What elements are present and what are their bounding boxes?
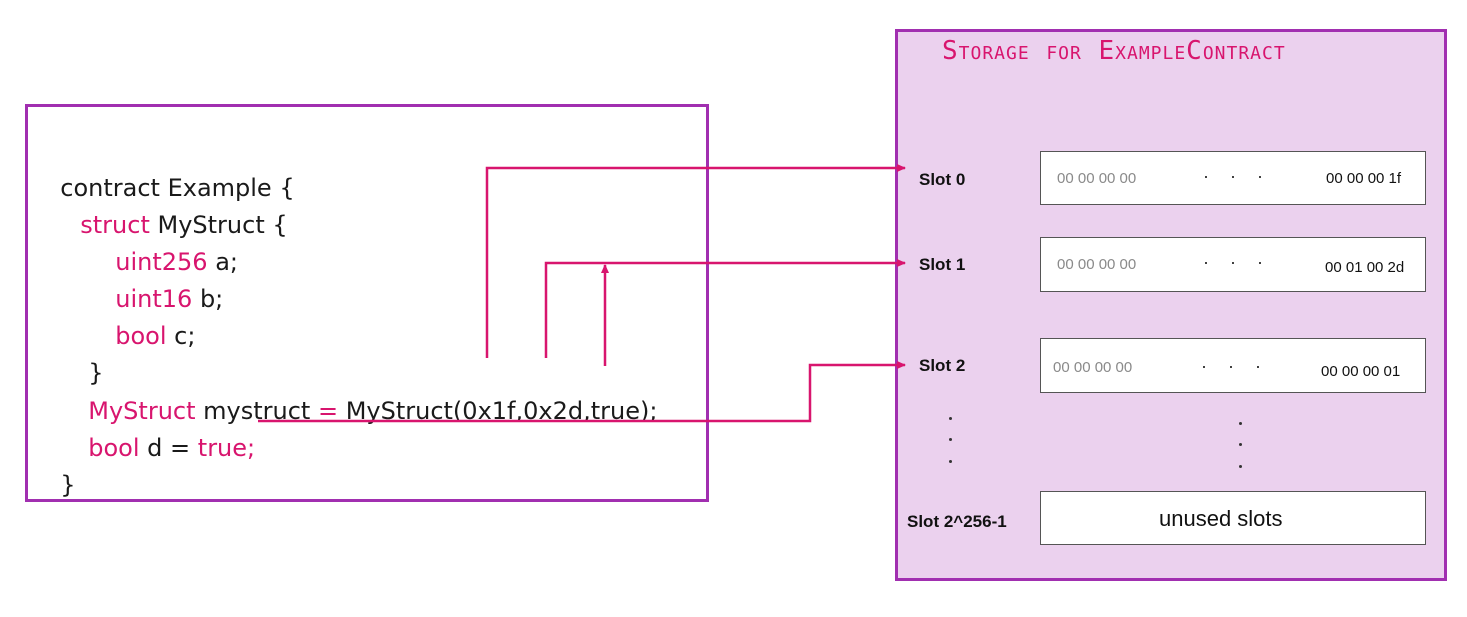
code-line-contract-close: }	[45, 440, 76, 500]
code-text: b;	[192, 285, 224, 313]
code-keyword: uint16	[115, 285, 193, 313]
arrow-b-to-slot-1	[544, 259, 906, 358]
ellipsis-dot	[949, 438, 952, 441]
ellipsis-dot	[1239, 422, 1242, 425]
code-line-field-c: bool c;	[100, 291, 195, 351]
slot-0-low-bytes: 00 00 00 1f	[1326, 170, 1402, 187]
code-value: true;	[197, 434, 256, 462]
ellipsis-dot	[949, 460, 952, 463]
slot-1-high-bytes: 00 00 00 00	[1057, 256, 1137, 273]
code-line-struct-close: }	[73, 328, 104, 388]
slot-0-cell: 00 00 00 00 · · · 00 00 00 1f	[1040, 151, 1426, 205]
slot-0-high-bytes: 00 00 00 00	[1057, 170, 1137, 187]
storage-title: Storage for ExampleContract	[942, 36, 1286, 66]
code-text: MyStruct {	[149, 211, 288, 239]
slot-last-cell: unused slots	[1040, 491, 1426, 545]
code-text: c;	[166, 322, 196, 350]
code-keyword: uint256	[115, 248, 208, 276]
ellipsis-dot	[1239, 443, 1242, 446]
slot-2-low-bytes: 00 00 00 01	[1321, 363, 1401, 380]
ellipsis-dot	[949, 417, 952, 420]
slot-2-high-bytes: 00 00 00 00	[1053, 359, 1133, 376]
slot-last-label: Slot 2^256-1	[907, 512, 1007, 531]
slot-1-cell: 00 00 00 00 · · · 00 01 00 2d	[1040, 237, 1426, 292]
code-keyword: struct	[80, 211, 150, 239]
code-text: }	[88, 359, 104, 387]
slot-0-ellipsis: · · ·	[1203, 166, 1271, 186]
slot-1-low-bytes: 00 01 00 2d	[1325, 259, 1405, 276]
slot-1-ellipsis: · · ·	[1203, 252, 1271, 272]
arrow-d-to-slot-2	[258, 361, 906, 423]
code-line-contract: contract Example {	[45, 143, 295, 203]
code-line-field-a: uint256 a;	[100, 217, 238, 277]
code-operator: =	[317, 397, 339, 425]
code-text: d =	[139, 434, 198, 462]
slot-0-label: Slot 0	[919, 170, 966, 189]
code-text: a;	[207, 248, 238, 276]
ellipsis-dot	[1239, 465, 1242, 468]
code-text: }	[60, 471, 76, 499]
code-keyword: MyStruct	[88, 397, 196, 425]
code-panel	[25, 104, 709, 502]
code-line-bool-d: bool d = true;	[73, 403, 255, 463]
slot-2-ellipsis: · · ·	[1201, 356, 1269, 376]
slot-2-label: Slot 2	[919, 356, 966, 375]
code-keyword: bool	[88, 434, 140, 462]
arrow-a-to-slot-0	[485, 164, 906, 358]
code-line-struct: struct MyStruct {	[65, 180, 288, 240]
code-text: contract Example {	[60, 174, 295, 202]
code-line-field-b: uint16 b;	[100, 254, 223, 314]
unused-slots-text: unused slots	[1159, 506, 1283, 531]
slot-1-label: Slot 1	[919, 255, 966, 274]
slot-2-cell: 00 00 00 00 · · · 00 00 00 01	[1040, 338, 1426, 393]
storage-panel	[895, 29, 1447, 581]
code-keyword: bool	[115, 322, 167, 350]
